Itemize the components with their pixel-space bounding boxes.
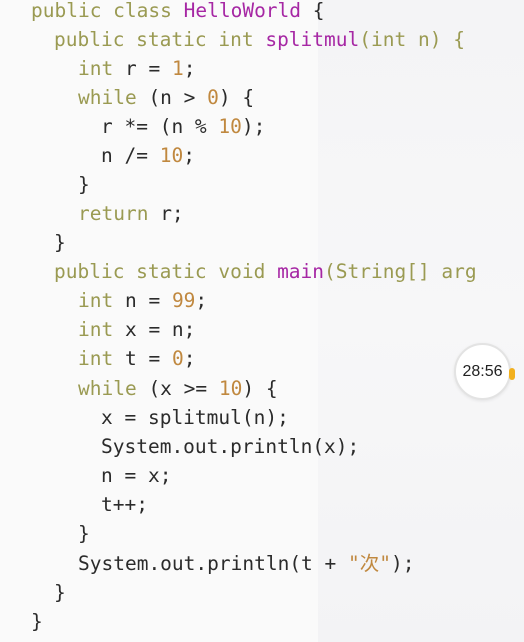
code-line-17: n = x; [101,461,171,490]
code-text: n) { [406,28,465,51]
keyword: while [78,86,137,109]
code-text: } [54,581,66,604]
timer-indicator-icon [509,368,515,380]
code-line-11: int n = 99; [78,286,207,315]
keyword: int [78,57,114,80]
code-line-6: n /= 10; [101,141,195,170]
code-text: (String[] arg [324,260,477,283]
code-text: } [78,522,90,545]
code-line-4: while (n > 0) { [78,83,254,112]
code-text: (n > [136,86,208,109]
number-literal: 1 [171,57,184,80]
code-line-21: } [54,578,66,607]
code-text: x = n; [113,318,196,341]
code-text: t = [113,347,172,370]
code-line-10: public static void main(String[] arg [54,257,477,286]
number-literal: 10 [159,144,184,167]
code-text: n /= [101,144,160,167]
number-literal: 0 [207,86,219,109]
keyword: return [78,202,149,225]
code-line-15: x = splitmul(n); [101,403,289,432]
code-line-3: int r = 1; [78,54,195,83]
code-text: ; [195,289,208,312]
code-text: x = splitmul(n); [101,406,289,429]
code-text: ); [391,552,415,575]
class-name: HelloWorld [183,0,302,22]
number-literal: 99 [171,289,196,312]
string-literal: "次" [348,552,392,575]
keyword: public class [31,0,184,22]
code-text: { [301,0,325,22]
keyword: public static int [54,28,266,51]
keyword: public static void [54,260,278,283]
number-literal: 10 [218,377,243,400]
code-line-8: return r; [78,199,184,228]
code-line-18: t++; [101,490,148,519]
code-text: t++; [101,493,148,516]
keyword: while [78,377,137,400]
code-line-1: public class HelloWorld { [31,0,325,25]
keyword: int [371,28,407,51]
code-line-13: int t = 0; [78,344,195,373]
method-name: main [277,260,325,283]
code-line-14: while (x >= 10) { [78,374,278,403]
code-text: ( [359,28,371,51]
code-text: ; [183,144,195,167]
keyword: int [78,318,114,341]
code-text: r = [113,57,172,80]
code-text: (x >= [136,377,219,400]
keyword: int [78,347,114,370]
code-text: } [78,173,90,196]
background-panel [318,0,524,642]
code-line-20: System.out.println(t + "次"); [78,549,415,578]
code-text: r *= (n % [101,115,219,138]
code-text: } [31,610,43,633]
code-text: n = [113,289,172,312]
code-line-9: } [54,228,66,257]
code-text: ; [183,57,196,80]
code-text: ) { [218,86,255,109]
number-literal: 10 [218,115,242,138]
code-line-16: System.out.println(x); [101,432,359,461]
code-text: System.out.println(t + [78,552,349,575]
code-text: n = x; [101,464,172,487]
code-text: r; [148,202,184,225]
code-text: ); [241,115,266,138]
floating-timer-button[interactable]: 28:56 [454,343,511,400]
number-literal: 0 [171,347,184,370]
code-text: ; [183,347,196,370]
code-text: ) { [242,377,278,400]
code-text: System.out.println(x); [101,435,360,458]
code-line-12: int x = n; [78,315,195,344]
code-text: } [54,231,66,254]
code-line-7: } [78,170,90,199]
method-name: splitmul [265,28,360,51]
code-line-22: } [31,607,43,636]
keyword: int [78,289,114,312]
code-line-19: } [78,519,90,548]
timer-label: 28:56 [462,362,503,380]
code-line-2: public static int splitmul(int n) { [54,25,465,54]
code-line-5: r *= (n % 10); [101,112,265,141]
